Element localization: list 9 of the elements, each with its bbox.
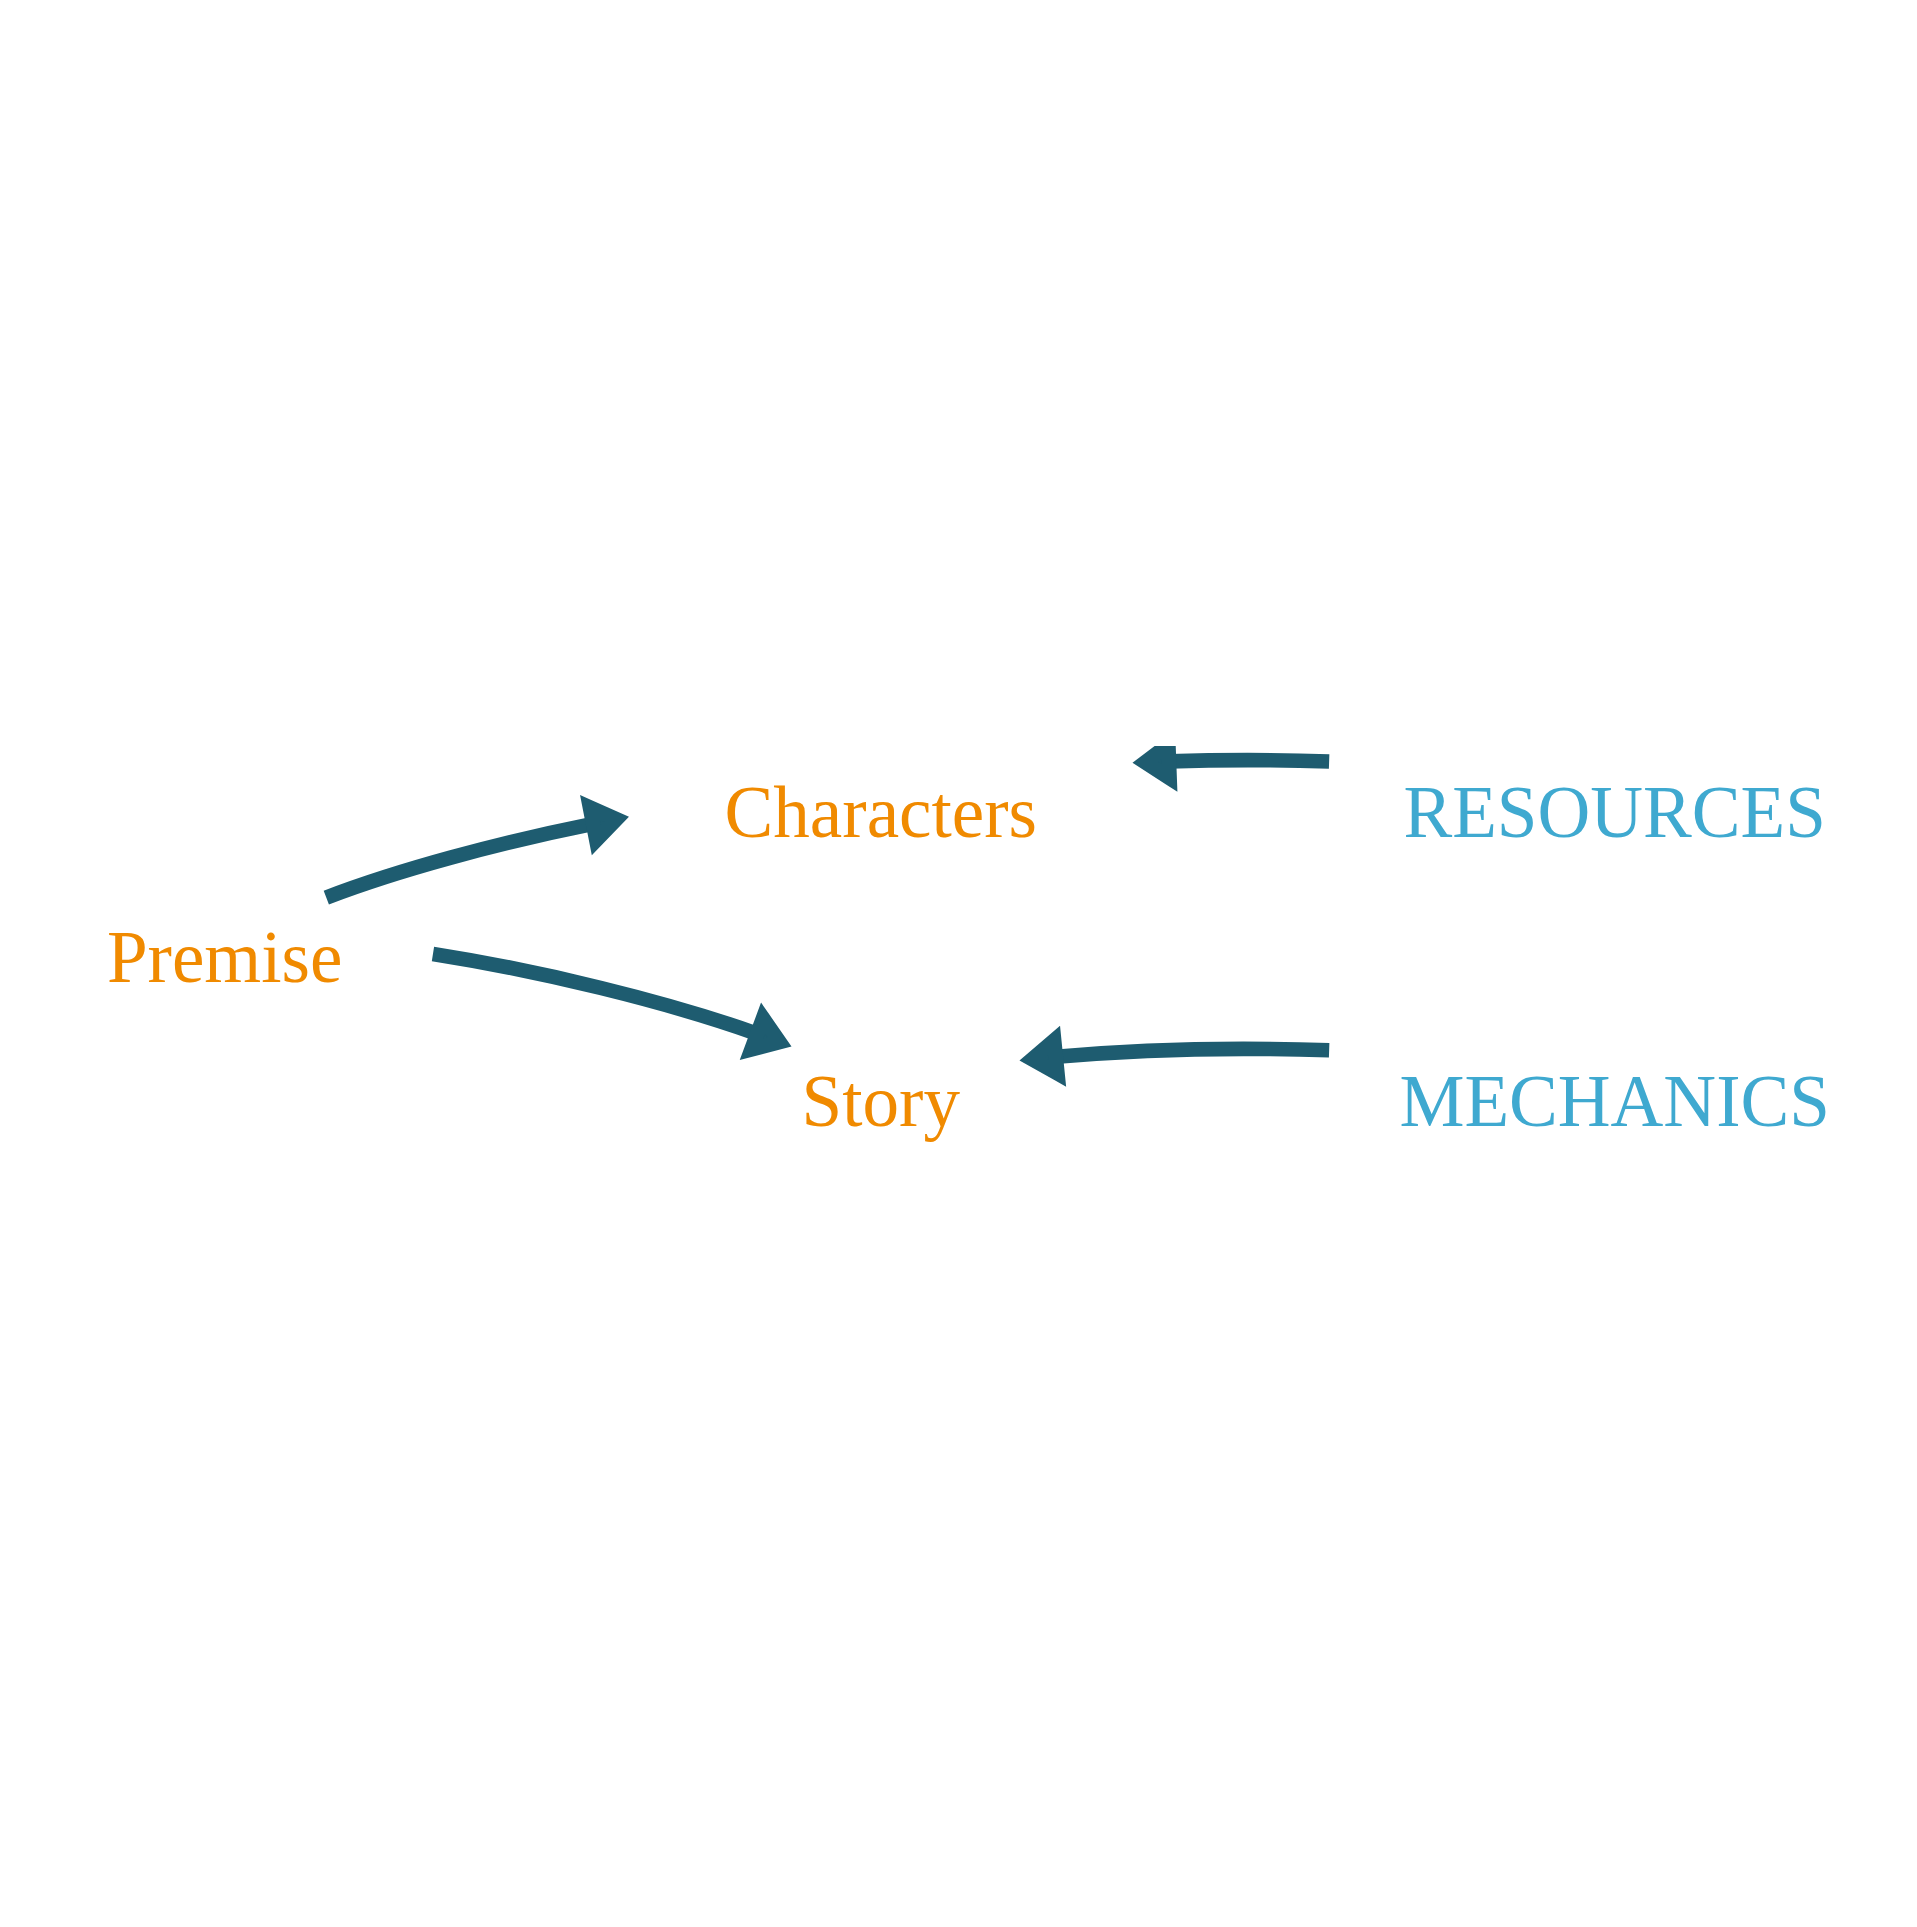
node-text: MECHANICS <box>1399 1061 1830 1143</box>
node-text: Story <box>801 1061 961 1143</box>
node-text: RESOURCES <box>1403 772 1826 854</box>
arrow <box>431 946 792 1061</box>
node-text: Characters <box>724 772 1038 854</box>
arrow <box>1132 746 1330 792</box>
node-text: Premise <box>106 916 343 998</box>
arrow <box>323 795 629 905</box>
arrow <box>1019 1025 1330 1087</box>
